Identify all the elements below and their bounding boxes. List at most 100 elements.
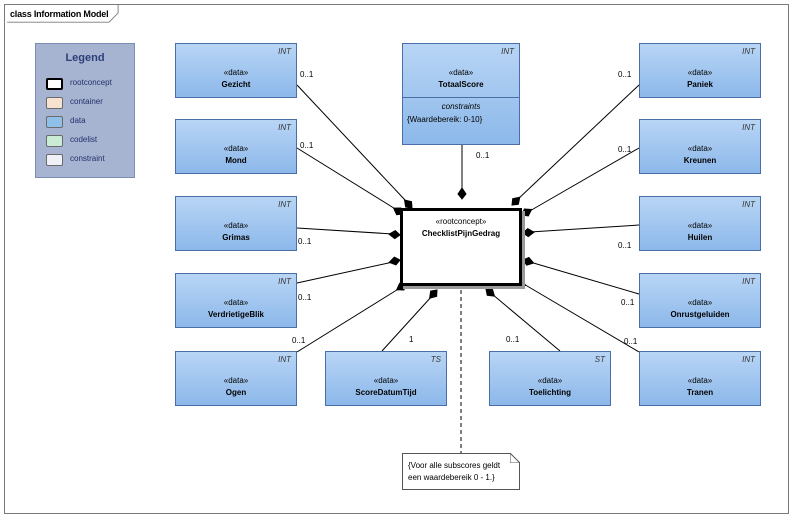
class-stereotype: «data» (223, 376, 249, 385)
class-stereotype: «data» (223, 221, 249, 230)
class-stereotype: «data» (373, 376, 399, 385)
diamond-onrustgeluiden (522, 256, 535, 266)
diamond-totaalscore (457, 187, 467, 200)
connector-grimas (296, 227, 394, 235)
legend-label-container: container (70, 97, 103, 106)
legend-title: Legend (65, 52, 105, 64)
class-name: Toelichting (528, 388, 572, 397)
class-type: INT (278, 200, 291, 209)
constraints-label: constraints (441, 102, 481, 111)
note-line-1: {Voor alle subscores geldt (408, 461, 501, 470)
class-type: INT (278, 123, 291, 132)
diamond-toelichting (485, 288, 496, 297)
class-gezicht[interactable]: INT «data» Gezicht (175, 43, 297, 98)
class-stereotype: «data» (687, 298, 713, 307)
root-name: ChecklistPijnGedrag (421, 229, 501, 238)
class-ogen[interactable]: INT «data» Ogen (175, 351, 297, 406)
class-type: INT (742, 355, 755, 364)
class-stereotype: «data» (687, 221, 713, 230)
class-name: Huilen (687, 233, 713, 242)
class-scoredatumtijd[interactable]: TS «data» ScoreDatumTijd (325, 351, 447, 406)
note-fold-icon (510, 453, 520, 463)
class-type: INT (742, 47, 755, 56)
note-text: {Voor alle subscores geldt een waardeber… (408, 460, 511, 484)
class-stereotype: «data» (687, 144, 713, 153)
multiplicity-mond: 0..1 (300, 141, 314, 150)
compartment-divider (403, 97, 519, 98)
class-name: Ogen (225, 388, 247, 397)
class-stereotype: «data» (448, 68, 474, 77)
diamond-scoredatumtijd (429, 289, 438, 299)
diamond-grimas (388, 230, 401, 240)
connector-scoredatumtijd (381, 295, 433, 352)
class-type: INT (278, 277, 291, 286)
class-name: ScoreDatumTijd (355, 388, 417, 397)
multiplicity-paniek: 0..1 (618, 70, 632, 79)
class-stereotype: «data» (223, 68, 249, 77)
class-name: TotaalScore (438, 80, 484, 89)
class-paniek[interactable]: INT «data» Paniek (639, 43, 761, 98)
multiplicity-toelichting: 0..1 (506, 335, 520, 344)
class-kreunen[interactable]: INT «data» Kreunen (639, 119, 761, 174)
class-name: Onrustgeluiden (670, 310, 730, 319)
legend-swatch-rootconcept (46, 78, 63, 90)
diagram-title: class Information Model (10, 9, 109, 19)
class-huilen[interactable]: INT «data» Huilen (639, 196, 761, 251)
class-tranen[interactable]: INT «data» Tranen (639, 351, 761, 406)
root-class-checklistpijngedrag[interactable]: «rootconcept» ChecklistPijnGedrag (400, 208, 522, 286)
diamond-verdrietigeblik (388, 256, 401, 266)
note-line-2: een waardebereik 0 - 1.} (408, 473, 495, 482)
connector-onrustgeluiden (529, 261, 640, 295)
class-type: INT (501, 47, 514, 56)
class-name: VerdrietigeBlik (207, 310, 265, 319)
diamond-paniek (511, 196, 521, 206)
class-toelichting[interactable]: ST «data» Toelichting (489, 351, 611, 406)
connector-gezicht (296, 84, 406, 201)
multiplicity-totaalscore: 0..1 (476, 151, 490, 160)
class-type: ST (594, 355, 605, 364)
legend-swatch-constraint (46, 154, 63, 166)
class-type: INT (278, 355, 291, 364)
connector-mond (296, 147, 398, 211)
legend-label-codelist: codelist (70, 135, 98, 144)
class-type: INT (742, 277, 755, 286)
diamond-huilen (522, 228, 535, 238)
class-stereotype: «data» (223, 144, 249, 153)
multiplicity-ogen: 0..1 (292, 336, 306, 345)
multiplicity-gezicht: 0..1 (300, 70, 314, 79)
connector-toelichting (491, 293, 561, 352)
multiplicity-onrustgeluiden: 0..1 (621, 298, 635, 307)
constraint-value: {Waardebereik: 0-10} (407, 115, 483, 124)
legend-swatch-container (46, 97, 63, 109)
multiplicity-kreunen: 0..1 (618, 145, 632, 154)
class-stereotype: «data» (223, 298, 249, 307)
class-onrustgeluiden[interactable]: INT «data» Onrustgeluiden (639, 273, 761, 328)
class-totaalscore[interactable]: INT «data» TotaalScore constraints {Waar… (402, 43, 520, 145)
class-type: INT (742, 123, 755, 132)
class-type: INT (742, 200, 755, 209)
class-name: Paniek (687, 80, 713, 89)
class-stereotype: «data» (537, 376, 563, 385)
multiplicity-huilen: 0..1 (618, 241, 632, 250)
root-stereotype: «rootconcept» (435, 217, 487, 226)
class-name: Grimas (222, 233, 250, 242)
multiplicity-tranen: 0..1 (624, 337, 638, 346)
connector-huilen (529, 224, 640, 233)
legend-swatch-codelist (46, 135, 63, 147)
multiplicity-verdrietigeblik: 0..1 (298, 293, 312, 302)
class-name: Kreunen (683, 156, 717, 165)
diamond-kreunen (521, 208, 533, 217)
class-type: TS (430, 355, 441, 364)
class-mond[interactable]: INT «data» Mond (175, 119, 297, 174)
class-stereotype: «data» (687, 68, 713, 77)
frame-tab (7, 4, 119, 23)
connector-paniek (516, 84, 640, 201)
class-grimas[interactable]: INT «data» Grimas (175, 196, 297, 251)
constraint-note[interactable]: {Voor alle subscores geldt een waardeber… (402, 453, 520, 490)
connector-tranen (521, 282, 640, 353)
class-verdrietigeblik[interactable]: INT «data» VerdrietigeBlik (175, 273, 297, 328)
class-name: Gezicht (221, 80, 251, 89)
class-name: Tranen (686, 388, 714, 397)
multiplicity-scoredatumtijd: 1 (409, 335, 414, 344)
legend-swatch-data (46, 116, 63, 128)
